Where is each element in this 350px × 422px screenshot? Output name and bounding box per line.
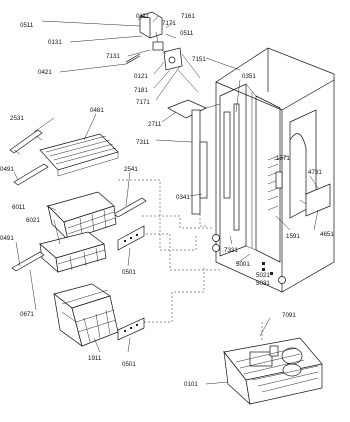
label-5031: 5031 bbox=[256, 280, 270, 287]
label-6021: 6021 bbox=[26, 217, 40, 224]
rail-0491-upper bbox=[13, 163, 49, 186]
rail-2541 bbox=[113, 197, 147, 218]
duct-7311 bbox=[191, 109, 201, 215]
label-2541: 2541 bbox=[124, 166, 138, 173]
label-5021: 5021 bbox=[256, 272, 270, 279]
label-0481: 0481 bbox=[90, 107, 104, 114]
label-1571: 1571 bbox=[276, 155, 290, 162]
callout-labels: 0511 0111 7171 7161 0131 0511 7131 0421 … bbox=[0, 13, 334, 388]
label-7311: 7311 bbox=[136, 139, 150, 146]
label-4651: 4651 bbox=[320, 231, 334, 238]
label-0511-top: 0511 bbox=[20, 22, 34, 29]
label-2531: 2531 bbox=[10, 115, 24, 122]
label-6011: 6011 bbox=[12, 204, 26, 211]
rail-0491-lower bbox=[11, 251, 45, 272]
basket-6011 bbox=[47, 191, 117, 242]
compressor-base bbox=[223, 337, 323, 405]
rail-2531 bbox=[9, 129, 43, 154]
label-7131: 7131 bbox=[106, 53, 120, 60]
label-0501-lower: 0501 bbox=[122, 361, 136, 368]
label-7161: 7161 bbox=[181, 13, 195, 20]
label-7091: 7091 bbox=[282, 312, 296, 319]
basket-6021 bbox=[39, 231, 107, 273]
label-0501-upper: 0501 bbox=[122, 269, 136, 276]
guide-lines bbox=[118, 179, 263, 340]
label-1911: 1911 bbox=[88, 355, 102, 362]
label-0341: 0341 bbox=[176, 194, 190, 201]
label-5001: 5001 bbox=[236, 261, 250, 268]
label-0421: 0421 bbox=[38, 69, 52, 76]
label-0491-lower: 0491 bbox=[0, 235, 14, 242]
cabinet bbox=[212, 47, 335, 293]
leader-lines bbox=[13, 15, 319, 385]
label-0131: 0131 bbox=[48, 39, 62, 46]
damper-assembly bbox=[125, 11, 201, 93]
wire-shelf-0481 bbox=[39, 133, 119, 177]
label-7171-lower: 7171 bbox=[136, 99, 150, 106]
label-0511-right: 0511 bbox=[180, 30, 194, 37]
label-0491-upper: 0491 bbox=[0, 166, 14, 173]
label-7331: 7331 bbox=[224, 247, 238, 254]
basket-1911 bbox=[53, 283, 119, 347]
label-0111: 0111 bbox=[136, 13, 149, 20]
panel-4731 bbox=[305, 183, 331, 217]
label-0671: 0671 bbox=[20, 311, 34, 318]
duct-0341 bbox=[199, 141, 208, 199]
label-0121: 0121 bbox=[134, 73, 148, 80]
label-0351: 0351 bbox=[242, 73, 256, 80]
label-4731: 4731 bbox=[308, 169, 322, 176]
label-7171-top: 7171 bbox=[162, 20, 176, 27]
label-0101: 0101 bbox=[184, 381, 198, 388]
label-2711: 2711 bbox=[148, 121, 162, 128]
label-7181: 7181 bbox=[134, 87, 148, 94]
label-1591: 1591 bbox=[286, 233, 300, 240]
label-7151: 7151 bbox=[192, 56, 206, 63]
